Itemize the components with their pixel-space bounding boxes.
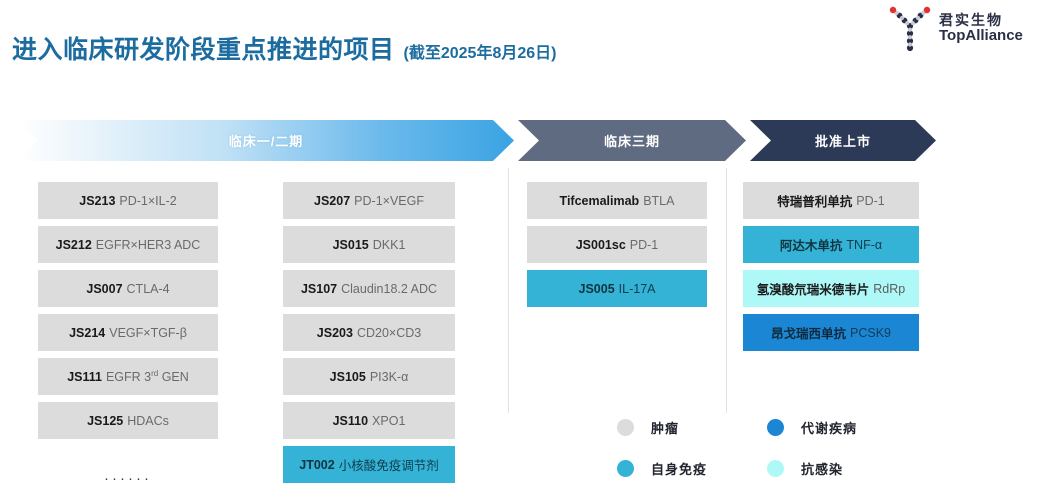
pipeline-item-code: JS015 (332, 237, 369, 252)
pipeline-item-target: DKK1 (372, 237, 406, 252)
phase-chevron-clinical-1-2: 临床一/二期 (18, 120, 514, 161)
page-title: 进入临床研发阶段重点推进的项目 (截至2025年8月26日) (12, 30, 556, 66)
legend-label: 肿瘤 (651, 421, 680, 436)
phase-chevron-approved: 批准上市 (750, 120, 936, 161)
pipeline-item-target: RdRp (873, 281, 906, 296)
phase-label-clinical-1-2: 临床一/二期 (228, 134, 304, 149)
pipeline-item-target: EGFR×HER3 ADC (95, 237, 201, 252)
logo-name-en: TopAlliance (939, 27, 1023, 45)
pipeline-item-code: JS207 (314, 193, 351, 208)
phase-label-approved: 批准上市 (814, 134, 871, 149)
legend-item: 肿瘤 (617, 418, 767, 437)
pipeline-item-code: JS005 (578, 281, 615, 296)
pipeline-item-code: JS001sc (575, 237, 626, 252)
legend-item: 代谢疾病 (767, 418, 917, 437)
pipeline-item-target: PD-1×VEGF (354, 193, 424, 208)
pipeline-item-code: 昂戈瑞西单抗 (770, 327, 846, 341)
pipeline-item-target: PD-1×IL-2 (119, 193, 177, 208)
pipeline-item-target: PI3K-α (369, 369, 409, 384)
phase-chevron-clinical-3: 临床三期 (518, 120, 746, 161)
company-logo: 君实生物 TopAlliance (883, 3, 1045, 55)
pipeline-item-target: HDACs (127, 413, 169, 428)
pipeline-item-target: CD20×CD3 (356, 325, 422, 340)
pipeline-item-code: JS203 (316, 325, 353, 340)
pipeline-item-code: 氢溴酸氘瑞米德韦片 (756, 283, 870, 297)
legend-color-dot (767, 460, 784, 477)
pipeline-more-ellipsis: ······ (104, 470, 152, 487)
column-divider-approved (726, 168, 727, 413)
legend-item: 抗感染 (767, 459, 917, 478)
pipeline-item-code: Tifcemalimab (559, 193, 640, 208)
pipeline-item-code: JS212 (55, 237, 92, 252)
pipeline-item-code: 特瑞普利单抗 (777, 195, 853, 209)
legend-color-dot (767, 419, 784, 436)
pipeline-item-target: BTLA (643, 193, 675, 208)
legend-item: 自身免疫 (617, 459, 767, 478)
phase-banner: 临床一/二期 临床三期 批准上市 (18, 120, 936, 161)
logo-name-cn: 君实生物 (939, 12, 1003, 29)
pipeline-item-target: TNF-α (846, 237, 883, 252)
pipeline-item-code: 阿达木单抗 (779, 239, 843, 253)
pipeline-item-code: JS105 (329, 369, 366, 384)
pipeline-item-code: JS007 (86, 281, 123, 296)
pipeline-item-target: Claudin18.2 ADC (341, 281, 438, 296)
pipeline-item-target: VEGF×TGF-β (109, 325, 187, 340)
pipeline-item-code: JS111 (67, 369, 102, 384)
pipeline-item-target: PD-1 (629, 237, 659, 252)
legend-label: 代谢疾病 (801, 421, 858, 436)
pipeline-item-code: JS110 (332, 413, 369, 428)
phase-label-clinical-3: 临床三期 (603, 134, 660, 149)
pipeline-item: 昂戈瑞西单抗 PCSK9 (743, 314, 919, 351)
pipeline-item-target: PD-1 (856, 193, 885, 208)
column-divider-phase3 (508, 168, 509, 413)
pipeline-item-target: CTLA-4 (126, 281, 170, 296)
pipeline-item-target: IL-17A (618, 281, 656, 296)
pipeline-item-code: JS213 (79, 193, 116, 208)
pipeline-item-target: XPO1 (372, 413, 406, 428)
pipeline-item-code: JT002 (299, 457, 335, 472)
pipeline-item-target: 小核酸免疫调节剂 (338, 459, 439, 473)
logo-text: 君实生物 TopAlliance (939, 12, 1023, 45)
pipeline-item-code: JS125 (87, 413, 124, 428)
page-title-date: (截至2025年8月26日) (403, 45, 557, 62)
pipeline-item-code: JS107 (300, 281, 338, 296)
page-title-main: 进入临床研发阶段重点推进的项目 (12, 36, 395, 64)
pipeline-item-target: PCSK9 (850, 325, 891, 340)
legend: 肿瘤 代谢疾病自身免疫 抗感染 (617, 418, 917, 478)
antibody-y-shape-icon (883, 4, 937, 54)
legend-color-dot (617, 460, 634, 477)
page-header: 进入临床研发阶段重点推进的项目 (截至2025年8月26日) (0, 0, 1053, 96)
pipeline-item-target: EGFR 3rd GEN (105, 368, 189, 384)
pipeline-item-code: JS214 (69, 325, 106, 340)
legend-label: 自身免疫 (651, 462, 708, 477)
legend-label: 抗感染 (801, 462, 844, 477)
legend-color-dot (617, 419, 634, 436)
